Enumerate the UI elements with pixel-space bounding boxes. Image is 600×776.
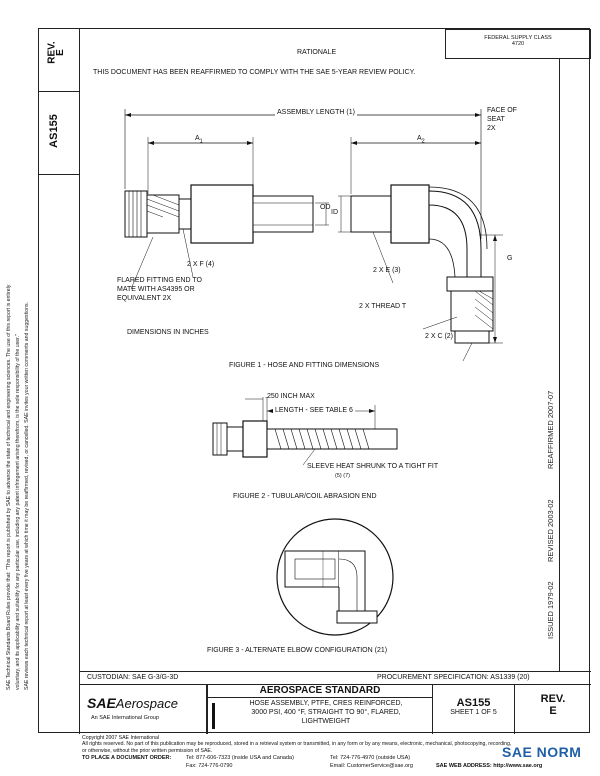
fig2-length-label: LENGTH - SEE TABLE 6	[273, 407, 355, 414]
sae-logo: SAE	[87, 695, 116, 711]
aerospace-logo: Aerospace	[115, 696, 178, 711]
disclaimer-line-2: voluntary, and its applicability and sui…	[15, 334, 21, 690]
footer-rev-label: REV.	[540, 693, 566, 705]
od-label: OD	[320, 204, 331, 211]
sae-logo-box: SAEAerospace An SAE International Group	[79, 684, 207, 734]
order-label: TO PLACE A DOCUMENT ORDER:	[82, 755, 172, 761]
email-line: Email: CustomerService@sae.org	[330, 763, 413, 769]
fig2-sleeve-note: (5) (7)	[335, 473, 350, 479]
sae-norm-watermark: SAE NORM	[502, 744, 582, 760]
aerospace-standard-title: AEROSPACE STANDARD	[208, 685, 432, 698]
footer-rev-value: E	[549, 705, 557, 717]
footer-rev-box: REV. E	[515, 684, 591, 734]
dimensions-note: DIMENSIONS IN INCHES	[127, 329, 209, 336]
copyright-block: Copyright 2007 SAE International All rig…	[82, 735, 592, 754]
sheet-number: SHEET 1 OF 5	[450, 709, 497, 716]
assembly-length-label: ASSEMBLY LENGTH (1)	[275, 109, 357, 116]
c-label: 2 X C (2)	[425, 333, 454, 340]
federal-supply-box: FEDERAL SUPPLY CLASS 4720	[445, 29, 591, 59]
left-doc-number: AS155	[47, 114, 60, 148]
figure2-drawing	[212, 397, 398, 466]
face-of-seat-label-1: FACE OF	[487, 107, 517, 114]
figure2-caption: FIGURE 2 - TUBULAR/COIL ABRASION END	[233, 493, 377, 500]
tel-inside: Tel: 877-606-7323 (inside USA and Canada…	[186, 755, 294, 761]
fax-line: Fax: 724-776-0790	[186, 763, 233, 769]
fig2-sleeve-label: SLEEVE HEAT SHRUNK TO A TIGHT FIT	[307, 463, 439, 470]
web-address[interactable]: SAE WEB ADDRESS: http://www.sae.org	[436, 763, 543, 769]
left-title-column: REV. E AS155	[39, 29, 80, 734]
flared-label-1: FLARED FITTING END TO	[117, 277, 202, 284]
figure3-caption: FIGURE 3 - ALTERNATE ELBOW CONFIGURATION…	[207, 647, 388, 654]
flared-label-3: EQUIVALENT 2X	[117, 295, 172, 302]
procurement-label: PROCUREMENT SPECIFICATION: AS1339 (20)	[377, 674, 530, 681]
face-of-seat-label-2: SEAT	[487, 116, 505, 123]
custodian-label: CUSTODIAN: SAE G-3/G-3D	[87, 674, 179, 681]
figure1-drawing	[124, 109, 503, 362]
id-label: ID	[331, 209, 338, 216]
a1-label: A1	[195, 135, 203, 145]
flared-label-2: MATE WITH AS4395 OR	[117, 286, 195, 293]
rationale-heading: RATIONALE	[297, 49, 337, 56]
face-of-seat-label-3: 2X	[487, 125, 496, 132]
fig2-max-label: .250 INCH MAX	[265, 393, 315, 400]
doc-number-box: AS155 SHEET 1 OF 5	[433, 684, 515, 734]
desc-line-3: LIGHTWEIGHT	[301, 718, 351, 725]
figure3-drawing	[276, 518, 394, 636]
copyright-line: Copyright 2007 SAE International	[82, 735, 159, 741]
standard-title-box: AEROSPACE STANDARD HOSE ASSEMBLY, PTFE, …	[207, 684, 433, 734]
revised-date: REVISED 2003-02	[546, 499, 555, 562]
a2-label: A2	[417, 135, 425, 145]
desc-line-2: 3000 PSI, 400 °F, STRAIGHT TO 90°, FLARE…	[251, 709, 401, 716]
left-rev-value: E	[54, 49, 66, 56]
desc-line-1: HOSE ASSEMBLY, PTFE, CRES REINFORCED,	[249, 700, 403, 707]
disclaimer-line-3: SAE reviews each technical report at lea…	[24, 302, 30, 690]
rights-line: All rights reserved. No part of this pub…	[82, 741, 512, 754]
footer-doc-number: AS155	[456, 697, 491, 709]
thread-label: 2 X THREAD T	[359, 303, 407, 310]
f-label: 2 X F (4)	[187, 261, 215, 268]
issued-date: ISSUED 1979-02	[546, 581, 555, 639]
disclaimer-line-1: SAE Technical Standards Board Rules prov…	[6, 284, 12, 690]
reaffirmed-date: REAFFIRMED 2007-07	[546, 390, 555, 469]
figure1-caption: FIGURE 1 - HOSE AND FITTING DIMENSIONS	[229, 362, 380, 369]
e-label: 2 X E (3)	[373, 267, 401, 274]
logo-tagline: An SAE International Group	[91, 715, 159, 721]
g-label: G	[507, 255, 513, 262]
tel-outside: Tel: 724-776-4970 (outside USA)	[330, 755, 411, 761]
reaffirm-statement: THIS DOCUMENT HAS BEEN REAFFIRMED TO COM…	[93, 69, 416, 76]
drawing-frame: REV. E AS155 ISSUED 1979-02 REVISED 2003…	[38, 28, 591, 734]
